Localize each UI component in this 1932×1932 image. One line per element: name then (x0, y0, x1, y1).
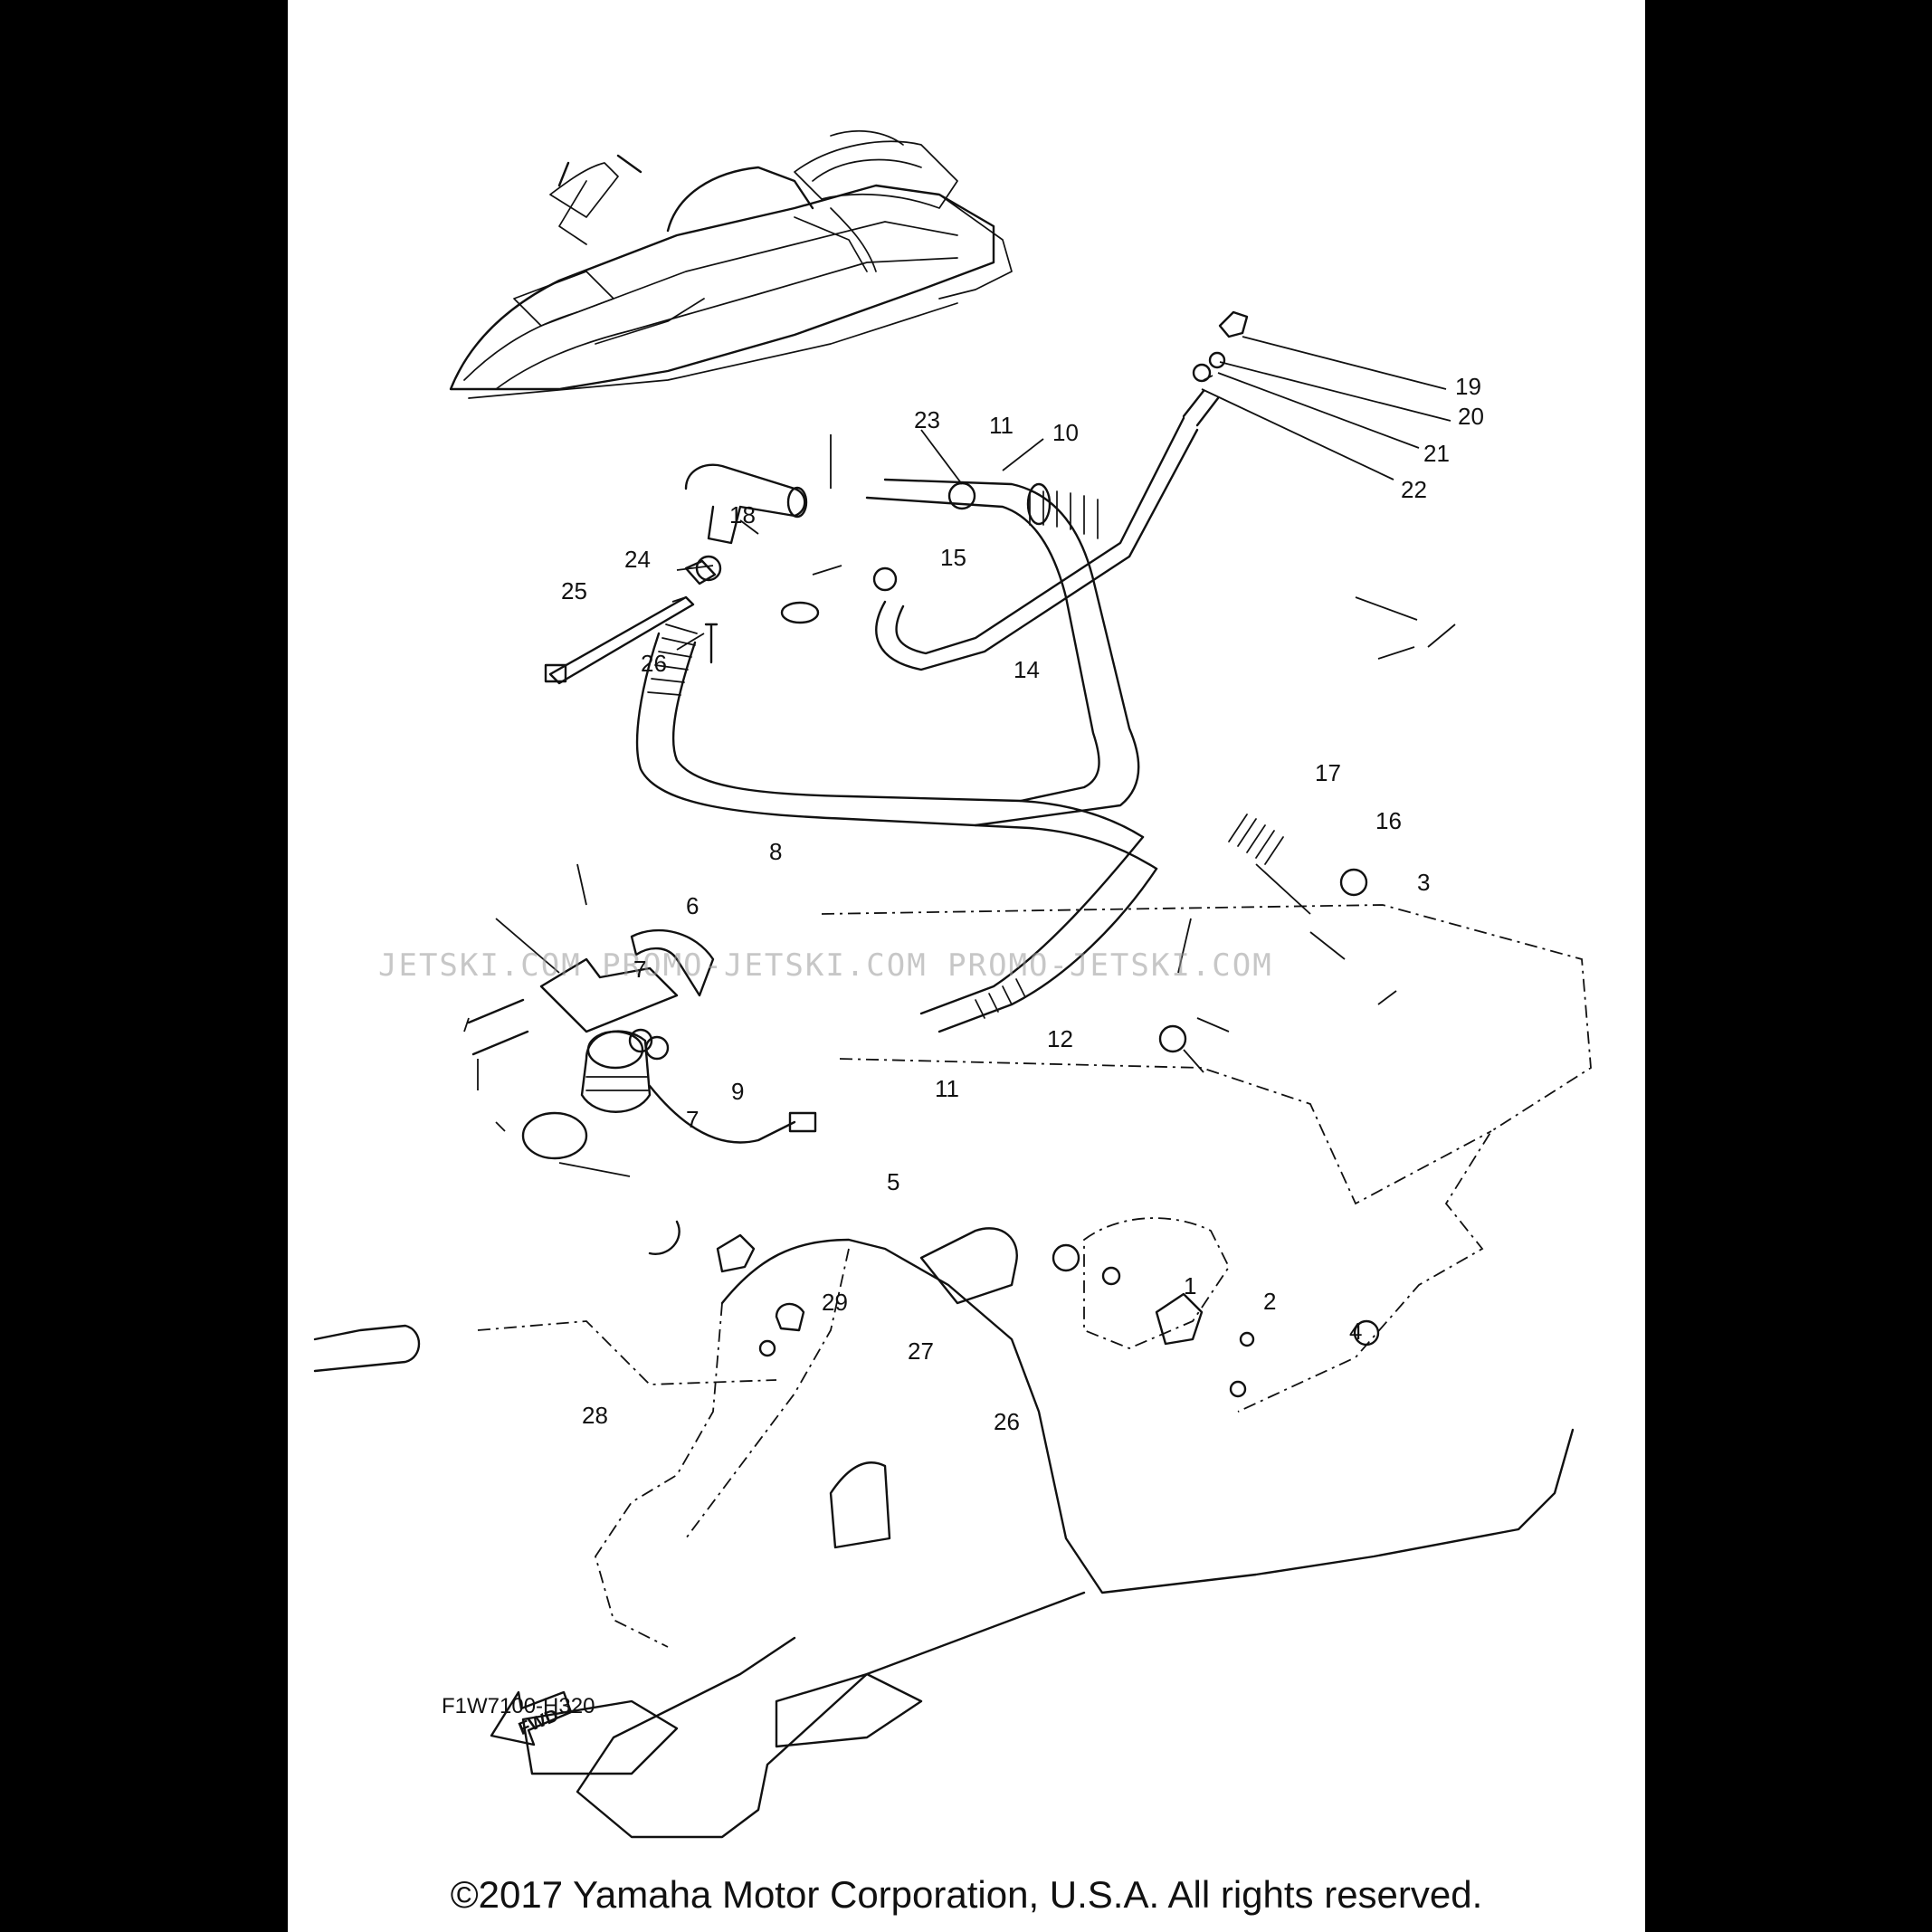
callout-16: 17 (1315, 759, 1341, 786)
elbow-22 (684, 463, 808, 545)
callout-20: 21 (1423, 440, 1450, 467)
hose-assembly (635, 478, 1284, 1033)
hose-clamps (628, 481, 1380, 1347)
callout-26: 26 (994, 1408, 1020, 1435)
diagram-code: F1W7100-H320 (442, 1694, 595, 1718)
fitting-18-21 (1182, 310, 1249, 427)
callout-4: 4 (1349, 1318, 1362, 1345)
callout-14: 15 (940, 544, 966, 571)
callout-7a: 7 (633, 956, 646, 983)
callout-12: 12 (1047, 1025, 1073, 1052)
callout-21: 22 (1401, 476, 1427, 503)
cable-tie-parts (544, 559, 719, 685)
callout-1: 1 (1184, 1272, 1196, 1299)
parts-diagram: JETSKI.COM PROMO-JETSKI.COM PROMO-JETSKI… (313, 130, 1592, 1839)
callout-3: 3 (1417, 869, 1430, 896)
leader-lines (463, 336, 1456, 1177)
jetski-overview-illustration (449, 130, 1013, 399)
pump-bracket (467, 929, 715, 1056)
callout-28: 28 (582, 1402, 608, 1429)
callout-29: 29 (822, 1289, 848, 1316)
callout-24: 25 (561, 577, 587, 604)
callout-11b: 11 (935, 1075, 959, 1102)
callout-2: 2 (1263, 1288, 1276, 1315)
callout-25: 26 (641, 650, 667, 677)
copyright-notice: ©2017 Yamaha Motor Corporation, U.S.A. A… (450, 1873, 1483, 1916)
callout-19: 20 (1458, 403, 1484, 430)
bilge-pump-5 (521, 1030, 817, 1160)
callout-7b: 7 (686, 1106, 699, 1133)
callout-labels: 19 20 21 22 23 11 10 18 15 24 25 26 14 1… (561, 373, 1484, 1435)
callout-5: 5 (887, 1168, 899, 1195)
hull-illustration (313, 904, 1592, 1839)
callout-11a: 11 (989, 412, 1014, 439)
callout-6: 6 (686, 892, 699, 919)
callout-27: 27 (908, 1337, 934, 1365)
watermark: JETSKI.COM PROMO-JETSKI.COM PROMO-JETSKI… (378, 947, 1273, 984)
callout-13: 14 (1014, 656, 1040, 683)
callout-23: 24 (624, 546, 651, 573)
callout-9: 9 (731, 1078, 744, 1105)
diagram-sheet: JETSKI.COM PROMO-JETSKI.COM PROMO-JETSKI… (288, 0, 1645, 1932)
callout-17: 18 (729, 501, 756, 528)
hose-13 (875, 428, 1199, 671)
callout-18: 19 (1455, 373, 1481, 400)
callout-8: 8 (769, 838, 782, 865)
callout-22: 23 (914, 406, 940, 433)
callout-15: 16 (1375, 807, 1402, 834)
callout-10: 10 (1052, 419, 1079, 446)
